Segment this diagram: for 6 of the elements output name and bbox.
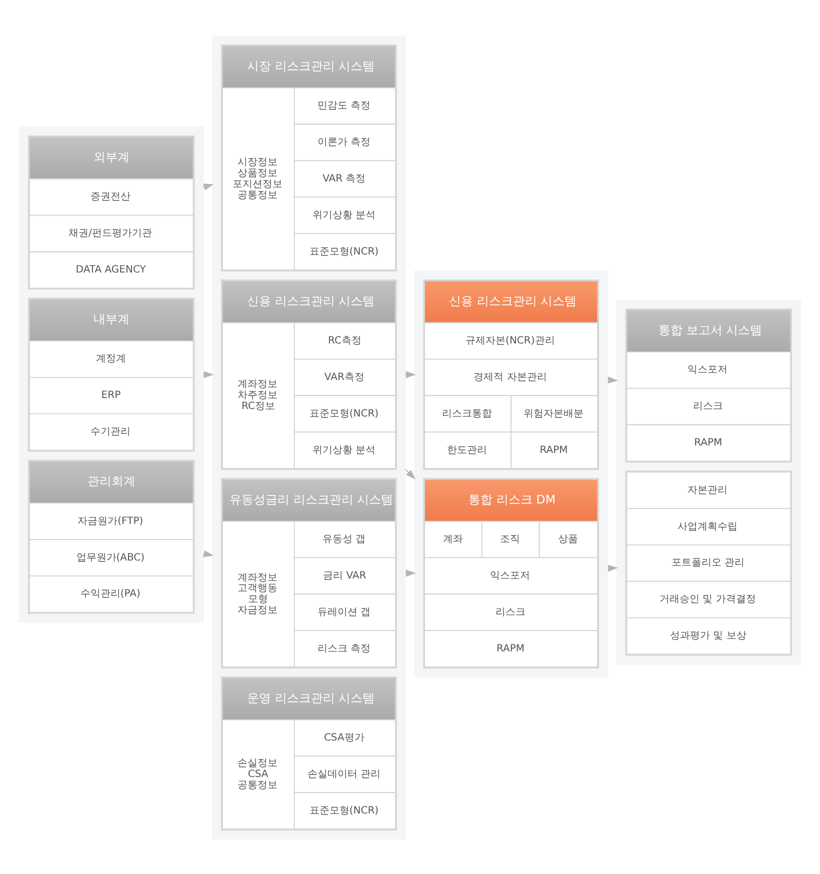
arrow [607, 376, 618, 384]
arrow [405, 569, 416, 576]
cluster [616, 299, 802, 664]
arrow [405, 468, 416, 479]
arrow [202, 370, 214, 378]
arrow [405, 370, 416, 378]
